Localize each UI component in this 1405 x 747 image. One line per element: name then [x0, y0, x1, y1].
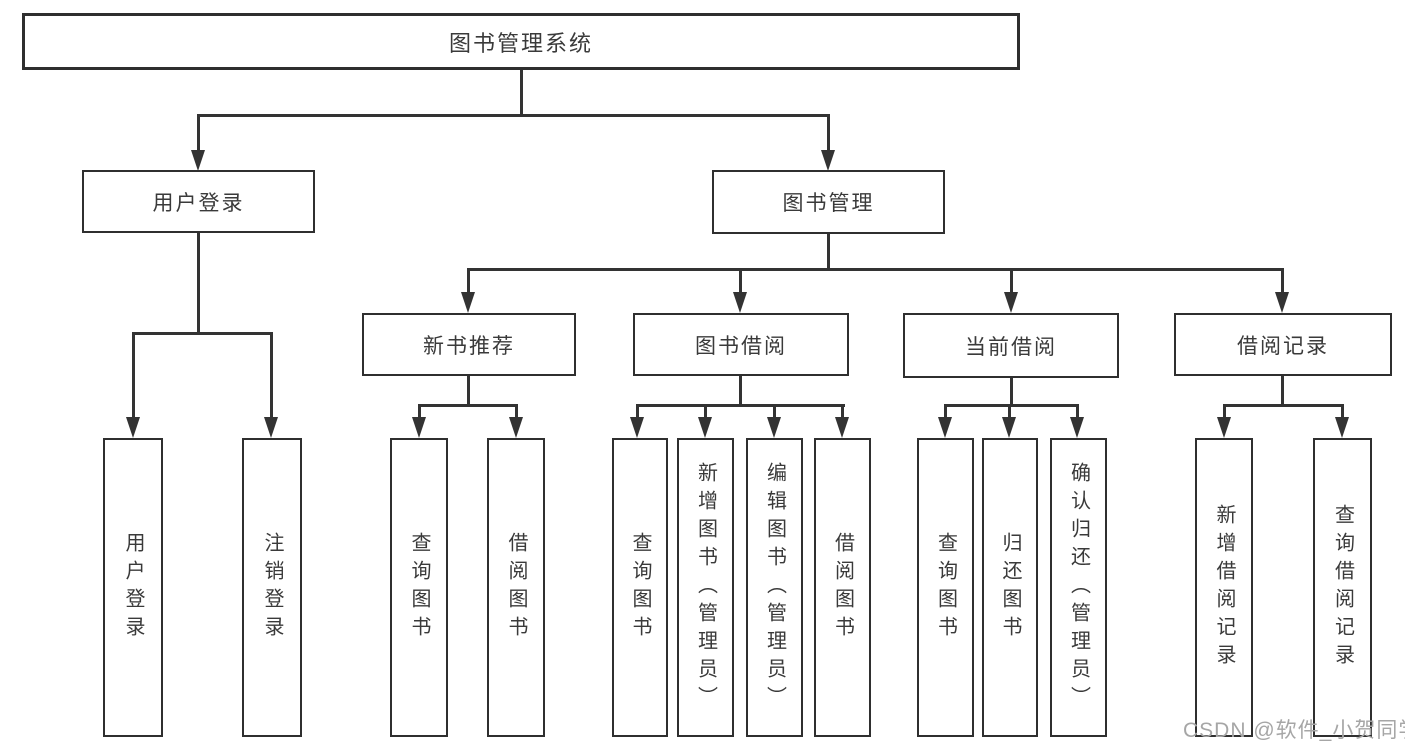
- node-new-book-recommend-label: 新书推荐: [423, 334, 515, 358]
- arrow-down-icon: [733, 292, 747, 313]
- node-current-borrow-label: 当前借阅: [965, 335, 1057, 359]
- node-book-management: 图书管理: [712, 170, 945, 234]
- connector-drop-leaf: [418, 404, 421, 418]
- leaf-confirm-return-admin: 确认归还（管理员）: [1050, 438, 1107, 737]
- leaf-query-books-2: 查询图书: [612, 438, 668, 737]
- connector-drop-leaf: [515, 404, 518, 418]
- leaf-user-login: 用户登录: [103, 438, 163, 737]
- leaf-borrow-books-2-label: 借阅图书: [831, 531, 854, 644]
- connector-book-management-branch: [467, 268, 1284, 271]
- connector-drop-leaf: [841, 404, 844, 418]
- leaf-add-books-admin-label: 新增图书（管理员）: [694, 461, 717, 714]
- connector-group-branch: [944, 404, 1079, 407]
- connector-drop-leaf: [1008, 404, 1011, 418]
- arrow-down-icon: [630, 417, 644, 438]
- arrow-down-icon: [1335, 417, 1349, 438]
- leaf-add-borrow-record-label: 新增借阅记录: [1213, 503, 1235, 672]
- leaf-borrow-books-1: 借阅图书: [487, 438, 545, 737]
- node-borrow-record: 借阅记录: [1174, 313, 1392, 376]
- leaf-borrow-books-2: 借阅图书: [814, 438, 871, 737]
- connector-drop-leaf: [1076, 404, 1079, 418]
- root-node-label: 图书管理系统: [448, 30, 593, 56]
- leaf-query-books-3-label: 查询图书: [934, 531, 957, 644]
- leaf-query-borrow-record-label: 查询借阅记录: [1331, 503, 1354, 672]
- arrow-down-icon: [1070, 417, 1084, 438]
- leaf-query-books-3: 查询图书: [917, 438, 974, 737]
- node-book-management-label: 图书管理: [782, 192, 875, 215]
- connector-drop-group: [1281, 268, 1284, 294]
- leaf-borrow-books-1-label: 借阅图书: [505, 531, 527, 644]
- connector-book-management-stub: [827, 234, 830, 270]
- leaf-return-books-label: 归还图书: [999, 531, 1021, 644]
- leaf-add-books-admin: 新增图书（管理员）: [677, 438, 734, 737]
- node-borrow-record-label: 借阅记录: [1237, 334, 1329, 358]
- connector-group-stub: [1010, 378, 1013, 407]
- leaf-query-books-1-label: 查询图书: [408, 531, 430, 644]
- connector-drop-leaf: [270, 332, 273, 418]
- connector-root-stub: [520, 70, 523, 116]
- connector-user-login-branch: [132, 332, 273, 335]
- connector-group-branch: [1223, 404, 1343, 407]
- leaf-query-books-2-label: 查询图书: [629, 531, 651, 644]
- connector-group-branch: [418, 404, 518, 407]
- connector-group-stub: [1281, 376, 1284, 407]
- arrow-down-icon: [938, 417, 952, 438]
- node-user-login-label: 用户登录: [152, 191, 245, 215]
- connector-drop-leaf: [1223, 404, 1226, 418]
- leaf-edit-books-admin-label: 编辑图书（管理员）: [763, 461, 786, 714]
- arrow-down-icon: [461, 292, 475, 313]
- connector-drop-leaf: [704, 404, 707, 418]
- arrow-down-icon: [126, 417, 140, 438]
- arrow-down-icon: [1275, 292, 1289, 313]
- connector-group-stub: [739, 376, 742, 407]
- connector-drop-leaf: [773, 404, 776, 418]
- arrow-down-icon: [191, 150, 205, 171]
- arrow-down-icon: [1002, 417, 1016, 438]
- connector-drop-book-management: [827, 114, 830, 151]
- leaf-confirm-return-admin-label: 确认归还（管理员）: [1067, 461, 1090, 714]
- connector-drop-leaf: [944, 404, 947, 418]
- connector-drop-user-login: [197, 114, 200, 151]
- leaf-return-books: 归还图书: [982, 438, 1038, 737]
- arrow-down-icon: [412, 417, 426, 438]
- leaf-logout: 注销登录: [242, 438, 302, 737]
- connector-drop-group: [739, 268, 742, 294]
- leaf-user-login-label: 用户登录: [122, 531, 144, 644]
- node-user-login: 用户登录: [82, 170, 315, 233]
- arrow-down-icon: [767, 417, 781, 438]
- node-book-borrow-label: 图书借阅: [695, 334, 787, 358]
- leaf-query-books-1: 查询图书: [390, 438, 448, 737]
- node-book-borrow: 图书借阅: [633, 313, 849, 376]
- leaf-add-borrow-record: 新增借阅记录: [1195, 438, 1253, 737]
- arrow-down-icon: [1004, 292, 1018, 313]
- connector-group-stub: [467, 376, 470, 407]
- arrow-down-icon: [698, 417, 712, 438]
- arrow-down-icon: [509, 417, 523, 438]
- arrow-down-icon: [821, 150, 835, 171]
- connector-drop-group: [1010, 268, 1013, 294]
- node-new-book-recommend: 新书推荐: [362, 313, 576, 376]
- leaf-logout-label: 注销登录: [261, 531, 283, 644]
- connector-root-branch: [197, 114, 830, 117]
- connector-drop-leaf: [1341, 404, 1344, 418]
- root-node: 图书管理系统: [22, 13, 1020, 70]
- connector-user-login-stub: [197, 233, 200, 335]
- node-current-borrow: 当前借阅: [903, 313, 1119, 378]
- arrow-down-icon: [1217, 417, 1231, 438]
- arrow-down-icon: [264, 417, 278, 438]
- leaf-query-borrow-record: 查询借阅记录: [1313, 438, 1372, 737]
- connector-drop-leaf: [636, 404, 639, 418]
- connector-group-branch: [636, 404, 845, 407]
- connector-drop-group: [467, 268, 470, 294]
- arrow-down-icon: [835, 417, 849, 438]
- leaf-edit-books-admin: 编辑图书（管理员）: [746, 438, 803, 737]
- csdn-watermark: CSDN @软件_小贺同学: [1183, 719, 1405, 742]
- connector-drop-leaf: [132, 332, 135, 418]
